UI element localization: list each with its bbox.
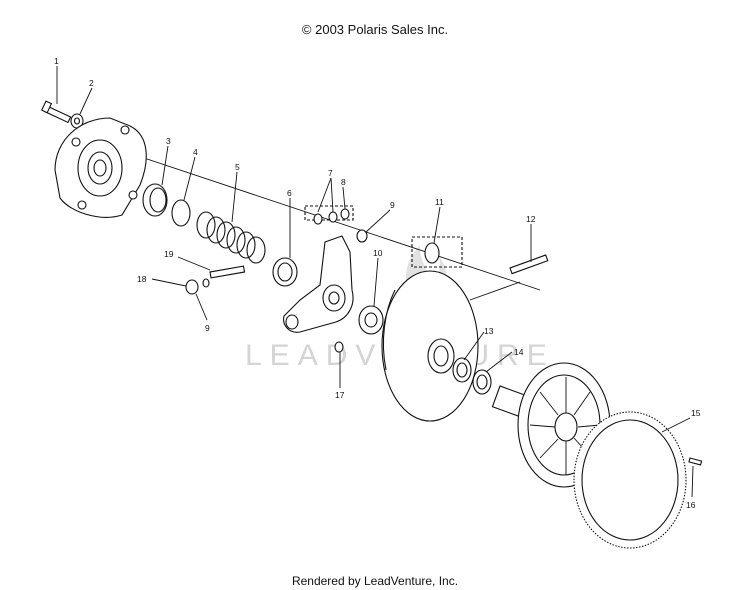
part-movable-sheave	[381, 270, 479, 422]
callout-10: 10	[373, 248, 383, 258]
axis-line-shaft	[469, 281, 521, 301]
part-11-decal	[411, 236, 463, 268]
callout-1: 1	[54, 56, 59, 66]
callout-9: 9	[390, 200, 395, 210]
part-7-8-buttons	[304, 205, 354, 225]
copyright-notice: © 2003 Polaris Sales Inc.	[301, 22, 449, 37]
callout-15: 15	[691, 408, 701, 418]
part-16-screw	[688, 457, 703, 466]
part-17-plug	[334, 341, 344, 353]
part-12-pin	[509, 254, 549, 275]
callout-19: 19	[164, 249, 174, 259]
callout-9-lower: 9	[205, 323, 210, 333]
part-3-bushing	[142, 183, 168, 217]
part-14-ring	[472, 369, 492, 395]
callout-14: 14	[514, 347, 524, 357]
part-19-pin	[209, 265, 246, 279]
part-fixed-sheave	[491, 362, 611, 488]
callout-11: 11	[435, 197, 444, 207]
callout-18: 18	[137, 274, 147, 284]
part-10-washer	[358, 305, 384, 335]
part-cover-plate	[54, 117, 147, 218]
part-6-roller	[272, 257, 298, 287]
rendered-by-footer: Rendered by LeadVenture, Inc.	[291, 574, 459, 588]
part-15-ring-gear	[573, 411, 687, 549]
callout-12: 12	[526, 214, 536, 224]
part-13-ring	[452, 357, 472, 383]
part-1-bolt	[41, 100, 72, 124]
callout-5: 5	[235, 162, 240, 172]
callout-3: 3	[166, 136, 171, 146]
callout-13: 13	[484, 326, 494, 336]
callout-2: 2	[89, 78, 94, 88]
callout-16: 16	[686, 500, 696, 510]
callout-7: 7	[328, 168, 333, 178]
callout-17: 17	[335, 390, 345, 400]
callout-4: 4	[193, 147, 198, 157]
callout-6: 6	[287, 188, 292, 198]
part-spider-arm	[283, 235, 354, 333]
part-5-spring	[196, 211, 266, 264]
part-9-cap-top	[356, 229, 368, 243]
part-18-cap	[185, 278, 210, 295]
callout-8: 8	[341, 177, 346, 187]
part-4-snap-ring	[171, 199, 191, 227]
part-2-washer	[70, 113, 84, 129]
